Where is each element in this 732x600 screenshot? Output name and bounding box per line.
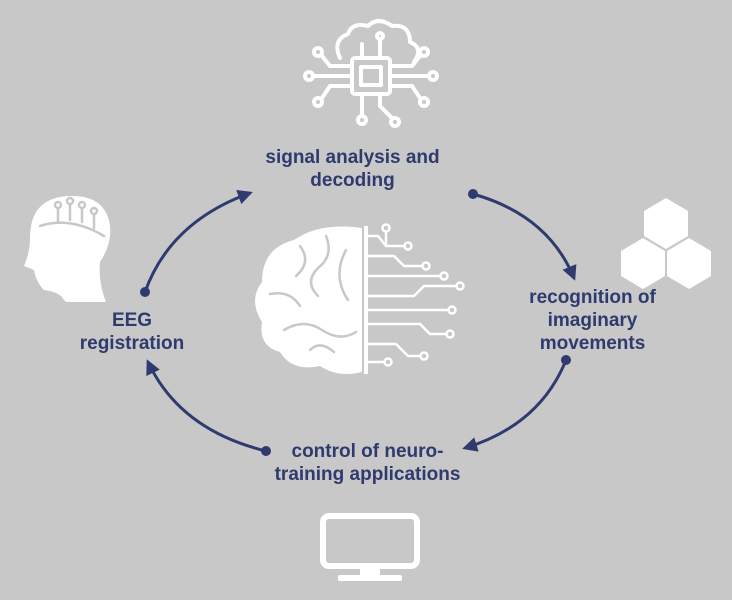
arrow-eeg-to-signal: [140, 190, 253, 297]
label-control-applications: control of neuro- training applications: [274, 441, 461, 485]
arrow-control-to-eeg: [146, 359, 271, 456]
label-recognition: recognition of imaginary movements: [529, 287, 656, 354]
label-signal-analysis: signal analysis and decoding: [265, 147, 440, 191]
arrow-recognition-to-control: [462, 355, 571, 452]
label-eeg-registration: EEG registration: [79, 310, 185, 354]
arrow-signal-to-recognition: [468, 189, 577, 281]
